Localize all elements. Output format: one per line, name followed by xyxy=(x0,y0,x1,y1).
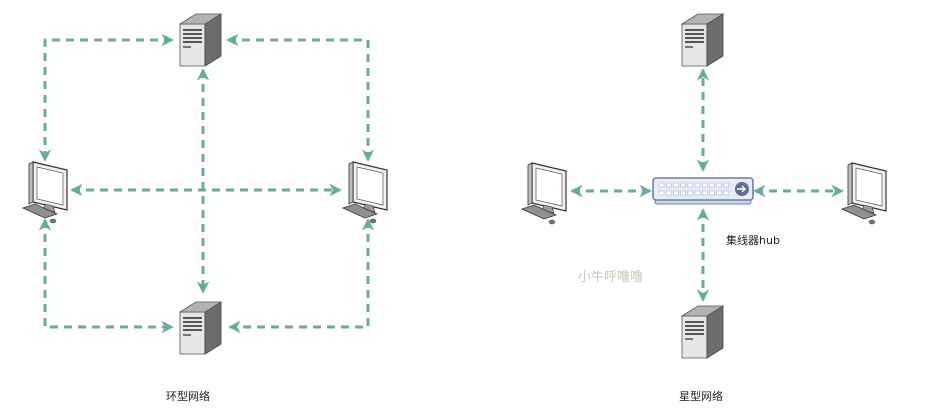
device-icons xyxy=(21,13,887,359)
watermark: 小牛呼噜噜 xyxy=(578,270,644,285)
link-left-pc-to-bottom-server xyxy=(38,218,174,334)
ring-top-server-icon xyxy=(178,13,223,67)
star-top-server-icon xyxy=(680,13,725,67)
hub-icon xyxy=(652,177,754,205)
star-left-pc-icon xyxy=(520,162,567,225)
star-network-caption: 星型网络 xyxy=(679,390,723,403)
network-links xyxy=(38,33,844,334)
star-right-pc-icon xyxy=(840,162,887,225)
ring-bottom-server-icon xyxy=(178,301,223,355)
link-top-server-to-left-pc xyxy=(38,33,174,162)
ring-right-pc-icon xyxy=(341,161,388,224)
hub-label: 集线器hub xyxy=(726,234,780,247)
arrow-right-icon xyxy=(735,182,749,196)
ring-network-caption: 环型网络 xyxy=(166,390,210,403)
ring-left-pc-icon xyxy=(21,161,68,224)
link-right-pc-to-bottom-server xyxy=(228,218,375,334)
link-top-server-to-right-pc xyxy=(226,33,375,162)
star-bottom-server-icon xyxy=(680,305,725,359)
